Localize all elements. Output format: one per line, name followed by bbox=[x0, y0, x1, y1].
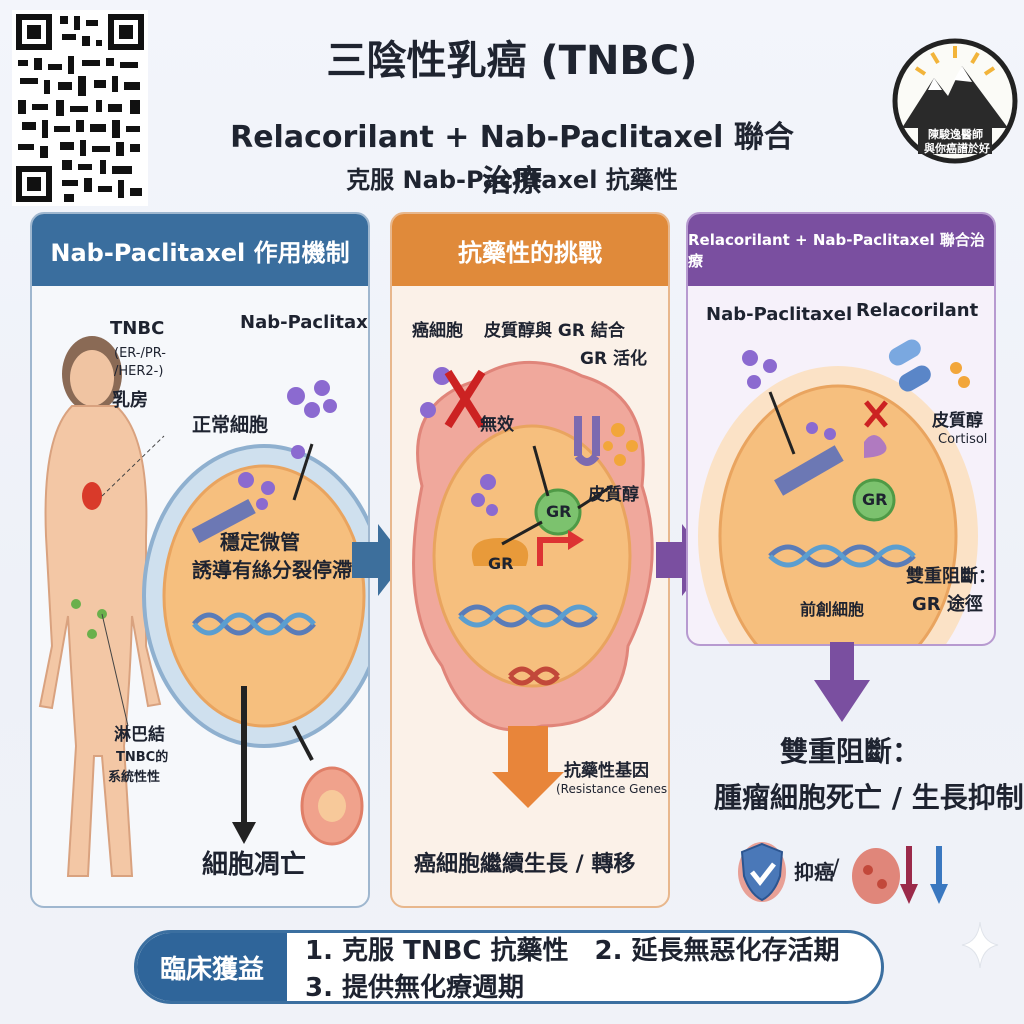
outcome-line2: 腫瘤細胞死亡 / 生長抑制 bbox=[714, 781, 1024, 814]
label-dual-block2: GR 途徑 bbox=[912, 594, 983, 615]
label-receptor1: (ER-/PR- bbox=[114, 346, 166, 361]
label-cell-right: 前創細胞 bbox=[800, 600, 865, 619]
label-gr-blocked: GR bbox=[488, 554, 514, 573]
sub-title: Relacorilant + Nab-Paclitaxel 聯合治療 bbox=[230, 120, 794, 199]
mechanism-illustration bbox=[38, 336, 368, 877]
sparkle-icon bbox=[961, 921, 999, 969]
anticancer-shield-icon bbox=[738, 842, 786, 902]
panel-resistance: 抗藥性的挑戰 癌細胞 皮質醇與 GR 結合 GR 活化 無效 皮質醇 GR GR… bbox=[390, 212, 670, 908]
logo-line2: 與你癌譜於好 bbox=[924, 142, 990, 155]
label-lymph3: 系統性性 bbox=[108, 770, 161, 785]
label-invalid: 無效 bbox=[480, 415, 514, 435]
label-apoptosis: 細胞凋亡 bbox=[202, 850, 307, 880]
clinical-benefits-list: 1. 克服 TNBC 抗藥性 2. 延長無惡化存活期 3. 提供無化療週期 bbox=[305, 936, 866, 1003]
main-title: 三陰性乳癌 (TNBC) bbox=[326, 38, 698, 84]
logo-line1: 陳駿逸醫師 bbox=[928, 128, 983, 141]
label-genes-en: (Resistance Genes) bbox=[556, 782, 670, 796]
clinical-benefits-bar: 臨床獲益 1. 克服 TNBC 抗藥性 2. 延長無惡化存活期 3. 提供無化療… bbox=[134, 930, 884, 1004]
label-drug: Nab-Paclitaxel bbox=[240, 312, 368, 333]
label-anticancer: 抑癌 bbox=[794, 860, 834, 884]
label-lymph1: 淋巴結 bbox=[114, 725, 165, 745]
label-cortisol: 皮質醇 bbox=[588, 485, 639, 505]
label-receptor2: /HER2-) bbox=[114, 364, 164, 379]
tumor-shrink-icon bbox=[852, 846, 948, 904]
label-breast: 乳房 bbox=[112, 390, 148, 411]
panel-mechanism-header: Nab-Paclitaxel 作用機制 bbox=[32, 214, 368, 286]
label-dual-block1: 雙重阻斷： bbox=[906, 566, 996, 587]
label-cancer-cell: 癌細胞 bbox=[412, 321, 463, 341]
arrow-down-icon bbox=[814, 642, 870, 722]
label-gr-active: GR bbox=[546, 502, 572, 521]
arrow-right-icon-2 bbox=[656, 524, 710, 596]
outcome-line1: 雙重阻斷： bbox=[780, 735, 921, 768]
label-action1: 穩定微管 bbox=[220, 530, 300, 554]
label-drug2: Relacorilant bbox=[856, 300, 979, 321]
label-activation: GR 活化 bbox=[580, 349, 647, 369]
label-lymph2: TNBC的 bbox=[116, 750, 169, 765]
label-slash: / bbox=[832, 856, 840, 881]
label-tnbc: TNBC bbox=[110, 318, 165, 339]
panel-resistance-header: 抗藥性的挑戰 bbox=[392, 214, 668, 286]
label-action2: 誘導有絲分裂停滯 bbox=[192, 558, 352, 582]
combination-illustration bbox=[698, 339, 978, 644]
label-normal-cell: 正常細胞 bbox=[192, 414, 269, 436]
label-cortisol-right: 皮質醇 bbox=[932, 411, 983, 431]
label-gr-right: GR bbox=[862, 490, 888, 509]
panel-combination: Relacorilant + Nab-Paclitaxel 聯合治療 Nab-P… bbox=[686, 212, 996, 646]
tag-title: 克服 Nab-Paclitaxel 抗藥性 bbox=[346, 166, 678, 194]
panel-mechanism: Nab-Paclitaxel 作用機制 TNBC (ER-/PR- /HER2-… bbox=[30, 212, 370, 908]
label-binding: 皮質醇與 GR 結合 bbox=[484, 321, 625, 341]
resistance-illustration bbox=[412, 360, 654, 808]
label-cortisol-en: Cortisol bbox=[938, 432, 988, 447]
label-growth: 癌細胞繼續生長 / 轉移 bbox=[414, 852, 636, 877]
doctor-logo: 陳駿逸醫師 與你癌譜於好 bbox=[892, 8, 1018, 194]
label-drug1: Nab-Paclitaxel bbox=[706, 304, 853, 325]
panel-combination-header: Relacorilant + Nab-Paclitaxel 聯合治療 bbox=[688, 214, 994, 286]
label-genes: 抗藥性基因 bbox=[564, 761, 649, 781]
clinical-benefits-label: 臨床獲益 bbox=[137, 933, 287, 1001]
qr-code bbox=[12, 10, 148, 206]
arrow-right-icon bbox=[352, 524, 406, 596]
